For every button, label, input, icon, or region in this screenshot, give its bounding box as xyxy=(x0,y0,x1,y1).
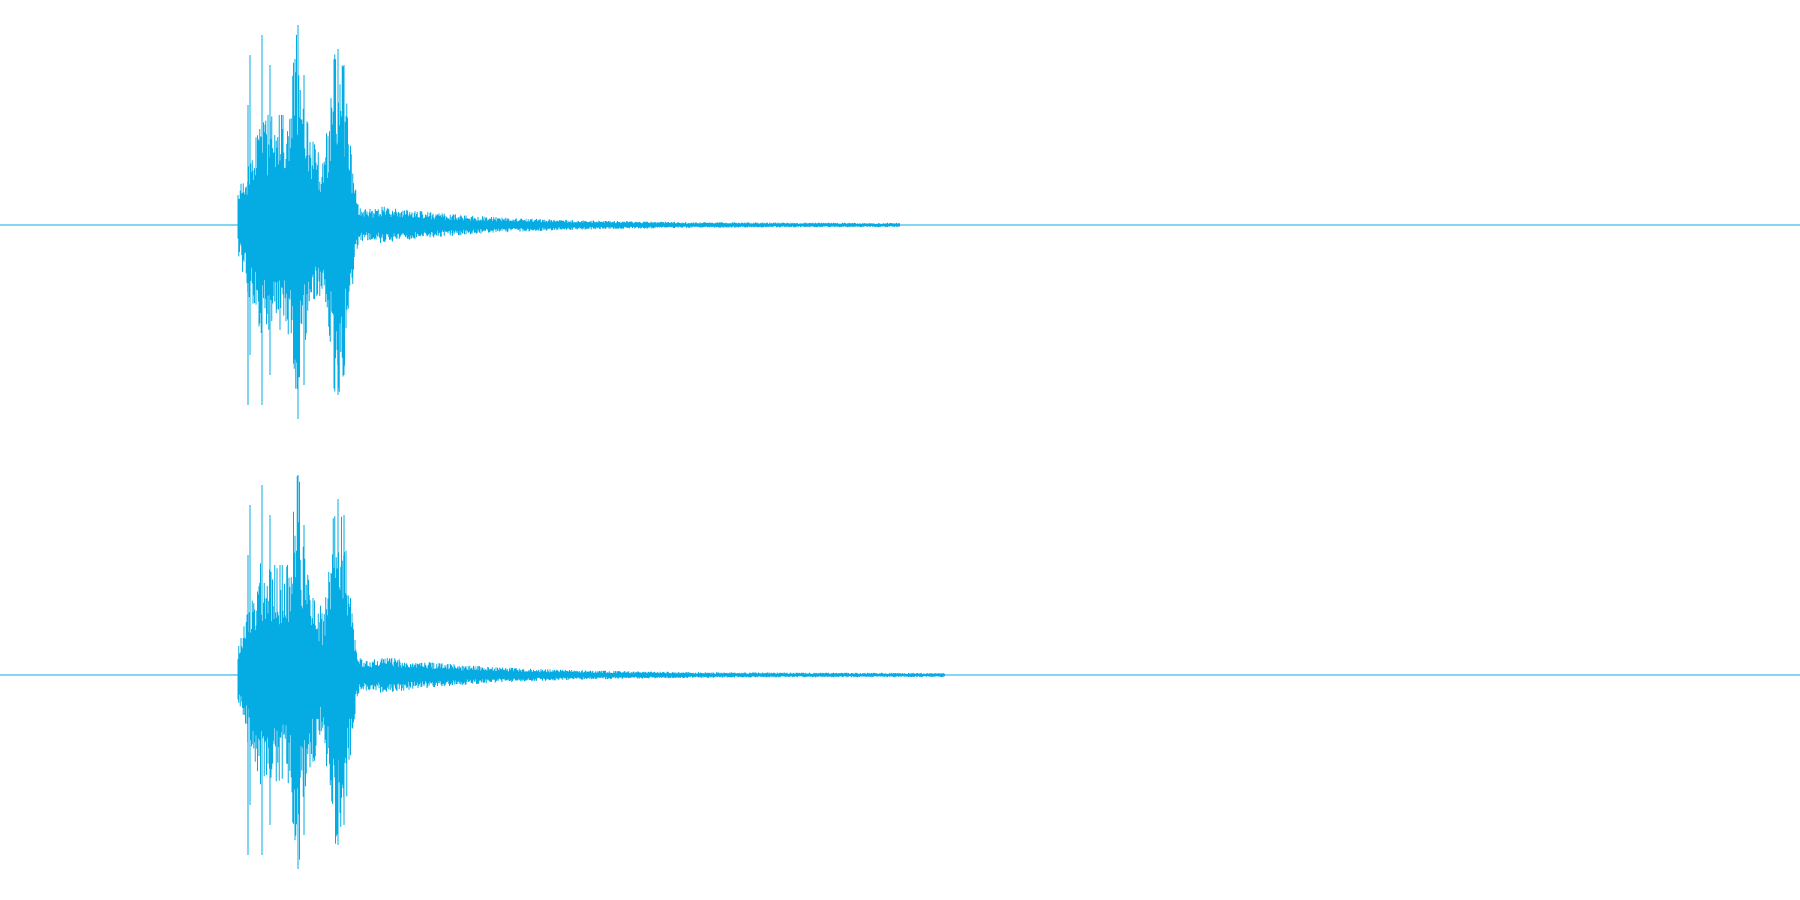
waveform-trace xyxy=(237,25,900,419)
waveform-channel-2 xyxy=(0,475,1800,869)
waveform-channel-1 xyxy=(0,25,1800,419)
waveform-trace xyxy=(237,475,945,869)
